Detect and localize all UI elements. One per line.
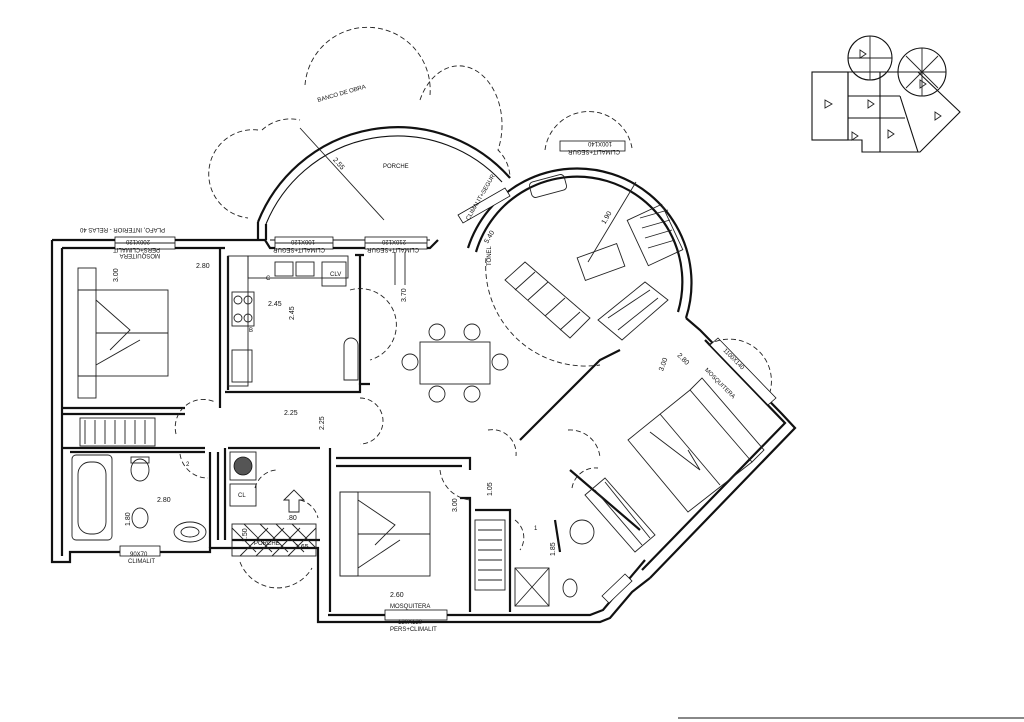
dim-3-00-c: 3.00 bbox=[658, 357, 669, 372]
label-cl: CL bbox=[238, 493, 246, 499]
dim-3-70: 3.70 bbox=[401, 288, 408, 302]
dim-0-80: .80 bbox=[287, 515, 297, 522]
dim-1-50: 1.50 bbox=[242, 528, 249, 542]
label-window-bed2-b: PERS+CLIMALIT bbox=[390, 627, 437, 633]
label-porche-bottom: PORCHE bbox=[254, 541, 280, 547]
kitchen bbox=[227, 255, 359, 387]
wardrobe-2 bbox=[474, 519, 506, 591]
label-mosquitera-bedroom-1: MOSQUITERA bbox=[120, 252, 160, 258]
label-c: C bbox=[266, 276, 271, 282]
label-window-porch-b: CLIMALIT+SEGUR bbox=[366, 246, 419, 252]
label-circle-2: 2 bbox=[186, 462, 190, 468]
dim-2-80-b: 2.80 bbox=[157, 497, 171, 504]
label-window-bath-b: CLIMALIT bbox=[128, 559, 155, 565]
dimension-lines bbox=[299, 127, 637, 263]
label-window-kitchen-a: 100X120 bbox=[290, 238, 315, 244]
dim-2-45-b: 2.45 bbox=[289, 306, 296, 320]
wardrobe-3 bbox=[584, 477, 656, 553]
bed-2 bbox=[339, 491, 431, 577]
label-window-bed1-c: PERS+CLIMALIT bbox=[113, 246, 160, 252]
label-b: B bbox=[249, 328, 253, 334]
label-window-bed2-a: 120X120 bbox=[398, 620, 423, 626]
label-window-living-a: 100X140 bbox=[587, 140, 612, 146]
label-window-bed1-a: PLAFO, INTERIOR - RELAS 40 bbox=[79, 226, 165, 232]
label-window-porch-a: 210X120 bbox=[381, 238, 406, 244]
interior-walls bbox=[62, 248, 641, 612]
dim-2-25-a: 2.25 bbox=[284, 410, 298, 417]
dining-table bbox=[401, 323, 509, 403]
dim-3-00-a: 3.00 bbox=[113, 268, 120, 282]
label-mosquitera-bedroom-2: MOSQUITERA bbox=[390, 604, 430, 610]
entrance-arrow bbox=[282, 489, 306, 513]
wardrobe-1 bbox=[79, 417, 156, 447]
label-window-bed1-b: 200X120 bbox=[125, 238, 150, 244]
dim-1-65: 1.65 bbox=[295, 544, 309, 551]
label-circle-1: 1 bbox=[534, 526, 538, 532]
dim-3-00-b: 3.00 bbox=[452, 498, 459, 512]
dim-2-45-a: 2.45 bbox=[268, 301, 282, 308]
porch-paving bbox=[231, 523, 317, 557]
laundry bbox=[229, 451, 257, 507]
label-window-kitchen-b: CLIMALIT+SEGUR bbox=[272, 246, 325, 252]
living-room bbox=[504, 174, 684, 341]
door-swings bbox=[174, 26, 772, 589]
label-clv: CLV bbox=[330, 272, 341, 278]
label-window-living-b: CLIMALIT+SEGUR bbox=[567, 148, 620, 154]
dim-2-25-b: 2.25 bbox=[319, 416, 326, 430]
windows bbox=[114, 140, 777, 621]
label-tonel: TONEL bbox=[487, 245, 493, 266]
label-porche-top: PORCHE bbox=[383, 164, 409, 170]
bathroom-1 bbox=[71, 454, 207, 543]
dim-2-80-a: 2.80 bbox=[196, 263, 210, 270]
bed-1 bbox=[77, 267, 169, 399]
key-plan bbox=[811, 35, 961, 153]
bed-3 bbox=[627, 377, 765, 513]
dim-1-80: 1.80 bbox=[125, 512, 132, 526]
dim-1-85: 1.85 bbox=[550, 542, 557, 556]
dim-2-60: 2.60 bbox=[390, 592, 404, 599]
shower bbox=[514, 519, 595, 607]
dim-1-05: 1.05 bbox=[487, 482, 494, 496]
label-window-bath-a: 90X70 bbox=[130, 552, 148, 558]
